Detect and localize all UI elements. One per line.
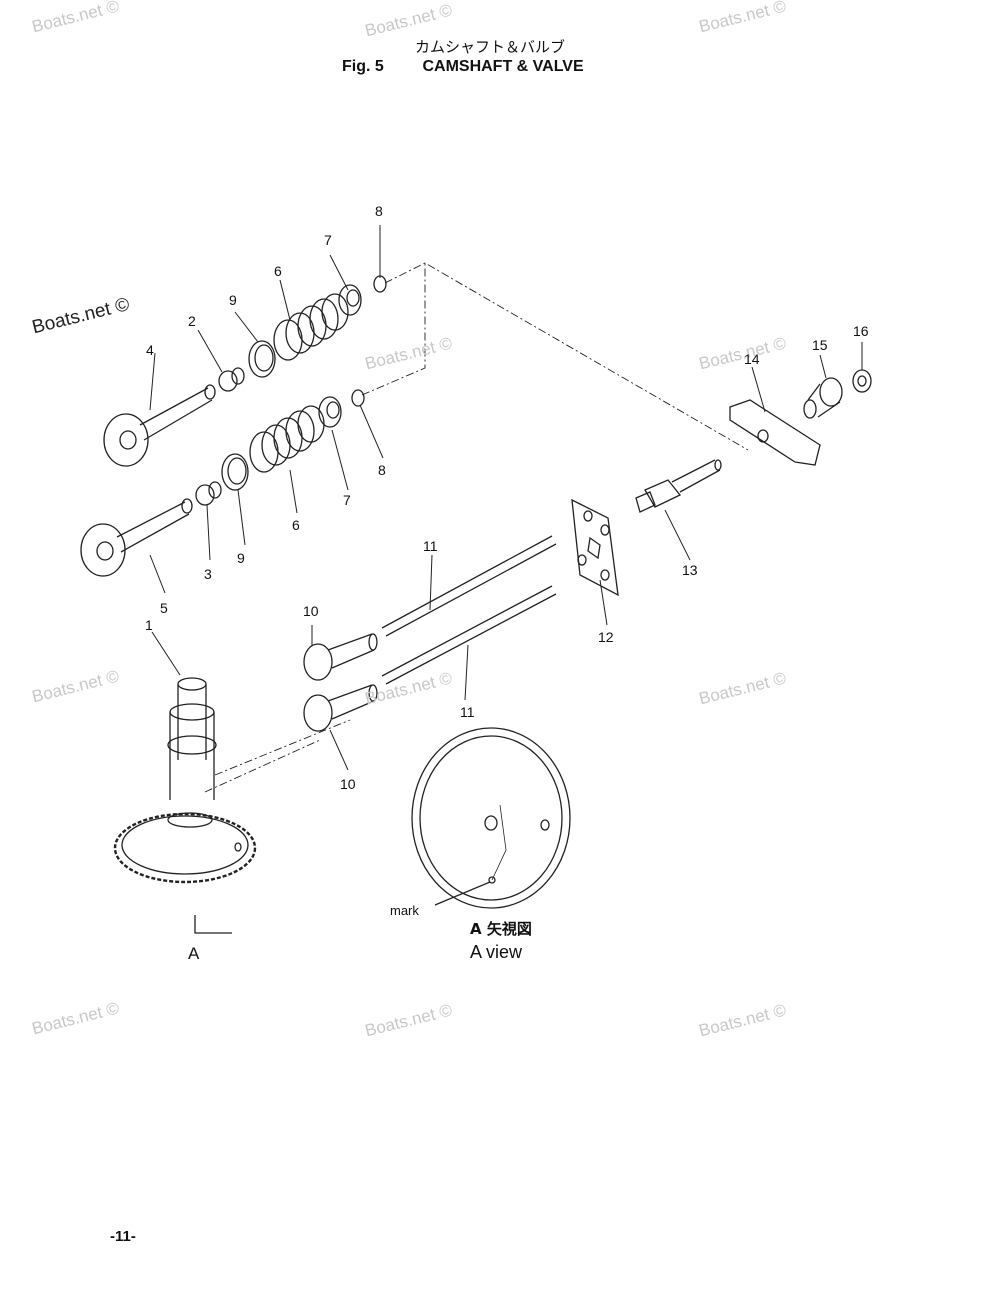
part-12-plate — [571, 498, 619, 597]
figure-title: CAMSHAFT & VALVE — [422, 58, 584, 75]
part-3-stem-seal — [195, 481, 222, 506]
part-6-spring-lower — [249, 405, 325, 473]
part-5-valve — [80, 498, 193, 577]
part-6-spring-upper — [273, 293, 349, 361]
callout-1: 1 — [145, 617, 153, 633]
view-title-japanese: A 矢視図 — [470, 920, 532, 938]
callout-5: 5 — [160, 600, 168, 616]
mark-label: mark — [390, 903, 419, 918]
part-16-nut — [852, 369, 872, 393]
diagram-title: Fig. 5 CAMSHAFT & VALVE — [342, 58, 584, 76]
callout-11: 11 — [460, 704, 475, 720]
callout-8: 8 — [375, 203, 383, 219]
callout-6: 6 — [274, 263, 282, 279]
callout-6: 6 — [292, 517, 300, 533]
callout-15: 15 — [812, 337, 828, 353]
view-title: A view — [470, 942, 523, 962]
part-8-cotter-lower — [351, 389, 365, 407]
part-11-push-rods — [381, 535, 557, 685]
part-4-valve — [103, 384, 216, 467]
callout-3: 3 — [204, 566, 212, 582]
callout-8: 8 — [378, 462, 386, 478]
part-14-bracket — [729, 399, 821, 466]
callout-7: 7 — [324, 232, 332, 248]
callout-2: 2 — [188, 313, 196, 329]
callout-12: 12 — [598, 629, 614, 645]
callout-10: 10 — [303, 603, 319, 619]
part-7-retainer-lower — [318, 396, 342, 428]
part-8-cotter-upper — [373, 275, 387, 293]
callout-13: 13 — [682, 562, 698, 578]
part-13-bolt — [635, 459, 722, 513]
part-1-camshaft — [113, 677, 257, 884]
callout-7: 7 — [343, 492, 351, 508]
callout-11: 11 — [423, 538, 438, 554]
part-15-sleeve — [803, 377, 843, 419]
callout-4: 4 — [146, 342, 154, 358]
page-number: -11- — [110, 1228, 136, 1245]
callout-14: 14 — [744, 351, 760, 367]
view-arrow — [194, 915, 232, 934]
part-9-washer-upper — [248, 340, 276, 378]
part-7-retainer-upper — [338, 284, 362, 316]
view-arrow-label: A — [188, 944, 200, 963]
diagram-title-japanese: カムシャフト＆バルブ — [415, 38, 566, 56]
callout-16: 16 — [853, 323, 869, 339]
figure-label: Fig. 5 — [342, 58, 384, 75]
part-2-stem-seal — [218, 367, 245, 392]
a-view-disc — [411, 727, 571, 909]
part-10-tappets — [303, 633, 378, 732]
callout-10: 10 — [340, 776, 356, 792]
part-9-washer-lower — [221, 453, 249, 491]
callout-9: 9 — [237, 550, 245, 566]
callout-9: 9 — [229, 292, 237, 308]
